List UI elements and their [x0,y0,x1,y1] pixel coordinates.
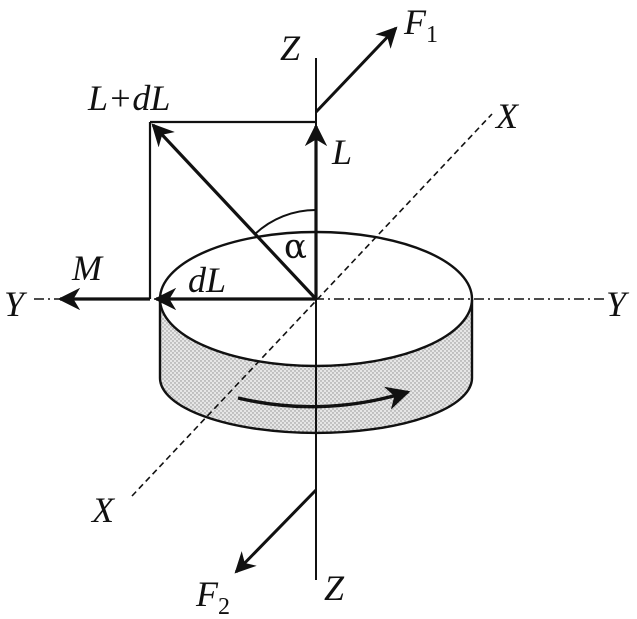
l-plus-dl-vector [151,123,318,301]
m-label: M [71,248,104,288]
f1-label-sub: 1 [426,22,438,48]
rotation-arrow [237,386,411,410]
f2-vector [234,488,318,574]
y-left-label: Y [4,284,28,324]
x-bottom-label: X [90,490,116,530]
z-top-label: Z [280,28,301,68]
alpha-label: α [284,227,307,267]
f1-label-main: F [403,2,427,42]
z-bottom-label: Z [324,568,345,608]
f2-label: F2 [195,574,230,619]
f2-label-sub: 2 [218,594,230,619]
x-top-label: X [494,96,520,136]
alpha-arc [254,208,317,235]
f2-label-main: F [195,574,219,614]
f1-vector [314,26,398,114]
l-plus-dl-label: L+dL [87,78,170,118]
f1-label: F1 [403,2,438,48]
dl-label: dL [188,260,226,300]
y-right-label: Y [606,284,630,324]
l-label: L [331,132,352,172]
x-axis-line [131,113,493,497]
